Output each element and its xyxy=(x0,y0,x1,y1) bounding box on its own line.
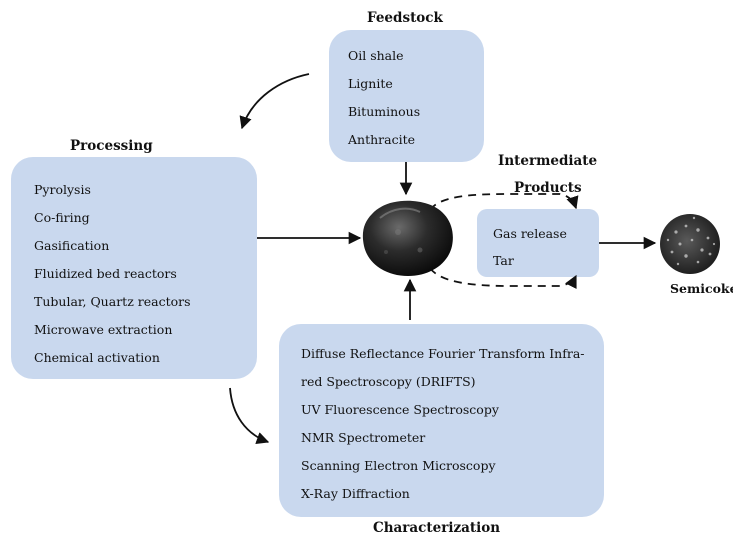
dashed-arrow-lower xyxy=(429,267,577,289)
processing-item: Fluidized bed reactors xyxy=(34,266,177,281)
feedstock-item: Lignite xyxy=(348,76,393,91)
intermediate-heading-line2: Products xyxy=(514,180,582,196)
characterization-item: Scanning Electron Microscopy xyxy=(301,458,496,473)
feedstock-box: Oil shale Lignite Bituminous Anthracite xyxy=(329,30,484,162)
processing-item: Chemical activation xyxy=(34,350,160,365)
characterization-item: NMR Spectrometer xyxy=(301,430,426,445)
processing-heading: Processing xyxy=(70,138,153,154)
processing-item: Pyrolysis xyxy=(34,182,91,197)
dashed-arrow-upper xyxy=(429,193,579,211)
processing-item: Gasification xyxy=(34,238,110,253)
characterization-heading: Characterization xyxy=(373,520,501,536)
processing-item: Tubular, Quartz reactors xyxy=(34,294,191,309)
intermediate-heading-line1: Intermediate xyxy=(498,153,598,169)
arrow-processing-to-characterization xyxy=(229,387,270,445)
semicoke-image xyxy=(660,214,720,274)
intermediate-item: Tar xyxy=(493,253,514,268)
characterization-item: UV Fluorescence Spectroscopy xyxy=(301,402,499,417)
characterization-item: red Spectroscopy (DRIFTS) xyxy=(301,374,476,389)
semicoke-label: Semicoke xyxy=(670,281,733,296)
feedstock-heading: Feedstock xyxy=(367,10,443,26)
intermediate-item: Gas release xyxy=(493,226,567,241)
processing-item: Co-firing xyxy=(34,210,90,225)
feedstock-item: Oil shale xyxy=(348,48,404,63)
characterization-item: Diffuse Reflectance Fourier Transform In… xyxy=(301,346,585,361)
coal-sample-image xyxy=(362,200,453,276)
feedstock-item: Anthracite xyxy=(348,132,415,147)
processing-item: Microwave extraction xyxy=(34,322,173,337)
feedstock-item: Bituminous xyxy=(348,104,421,119)
processing-box: Pyrolysis Co-firing Gasification Fluidiz… xyxy=(11,157,257,379)
characterization-item: X-Ray Diffraction xyxy=(301,486,410,501)
arrow-feedstock-to-processing xyxy=(239,73,310,130)
intermediate-products-box: Gas release Tar xyxy=(477,209,599,277)
characterization-box: Diffuse Reflectance Fourier Transform In… xyxy=(279,324,604,517)
